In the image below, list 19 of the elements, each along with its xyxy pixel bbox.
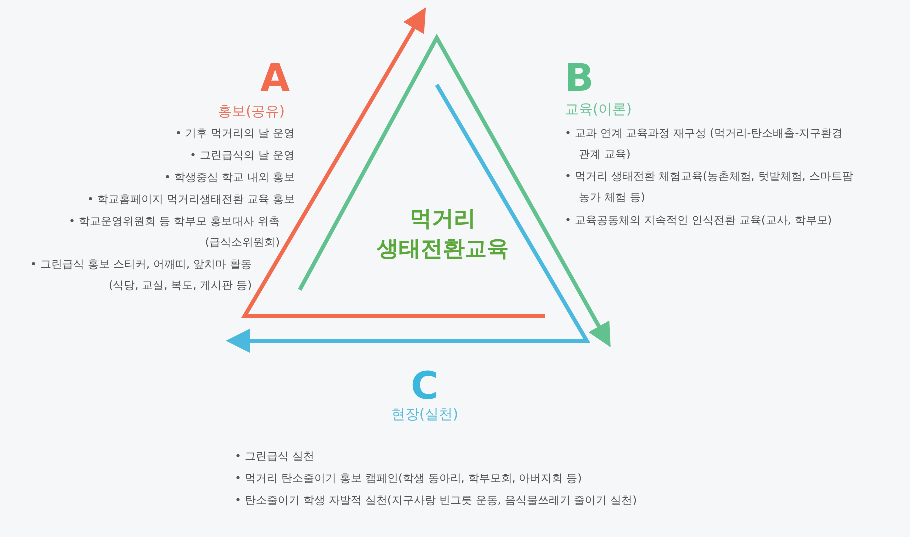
section-heading: 현장(실천) xyxy=(390,406,460,424)
list-item: • 그린급식 홍보 스티커, 어깨띠, 앞치마 활동 (식당, 교실, 복도, 게시판 등) xyxy=(30,257,252,294)
list-item: • 학교운영위원회 등 학부모 홍보대사 위촉(급식소위원회) xyxy=(68,214,280,251)
list-item: • 학생중심 학교 내외 홍보 xyxy=(164,170,295,186)
list-item: • 학교홈페이지 먹거리생태전환 교육 홍보 xyxy=(86,192,295,208)
list-item: • 기후 먹거리의 날 운영 xyxy=(174,126,295,142)
section-heading: 교육(이론) xyxy=(565,101,633,119)
list-item: • 교육공동체의 지속적인 인식전환 교육(교사, 학부모) xyxy=(565,213,834,229)
section-letter: A xyxy=(260,58,290,98)
section-heading: 홍보(공유) xyxy=(217,103,285,121)
list-item: • 그린급식 실천 xyxy=(235,449,316,465)
section-letter: B xyxy=(565,58,595,98)
section-letter: C xyxy=(410,366,440,406)
list-item: • 탄소줄이기 학생 자발적 실천(지구사랑 빈그릇 운동, 음식물쓰레기 줄이기 실천) xyxy=(235,493,638,509)
list-item: • 교과 연계 교육과정 재구성 (먹거리-탄소배출-지구환경 관계 교육) xyxy=(565,126,844,163)
list-item: • 먹거리 생태전환 체험교육(농촌체험, 텃밭체험, 스마트팜 농가 체험 등) xyxy=(565,169,854,206)
list-item: • 먹거리 탄소줄이기 홍보 캠페인(학생 동아리, 학부모회, 아버지회 등) xyxy=(235,471,584,487)
center-title: 먹거리 생태전환교육 xyxy=(376,206,510,264)
list-item: • 그린급식의 날 운영 xyxy=(189,148,295,164)
